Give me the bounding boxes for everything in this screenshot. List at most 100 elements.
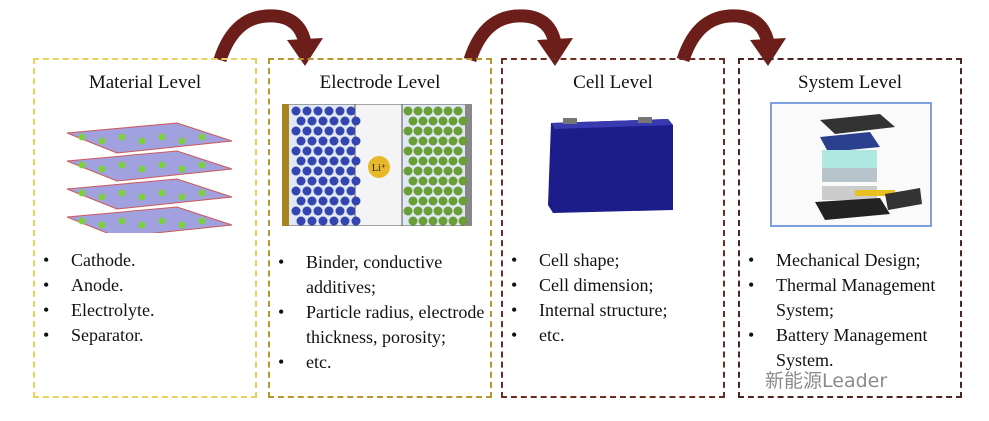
lithium-atom [118,189,126,197]
anode-particle [313,146,323,156]
lithium-atom [118,161,126,169]
anode-particle [313,186,323,196]
anode-particle [351,156,361,166]
anode-particle [340,216,350,226]
anode-particle [329,136,339,146]
lithium-atom [138,137,146,145]
lithium-atom [178,221,186,229]
anode-particle [296,196,306,206]
anode-particle [329,176,339,186]
cathode-particle [403,186,413,196]
anode-particle [324,186,334,196]
cathode-particle [458,116,468,126]
cathode-particle [458,176,468,186]
anode-particle [329,216,339,226]
lithium-atom [98,137,106,145]
anode-particle [340,196,350,206]
cathode-particle [413,126,423,136]
lattice-layer [66,206,233,233]
cathode-particle [408,136,418,146]
anode-particle [291,126,301,136]
anode-particle [318,116,328,126]
list-item: Internal structure; [511,298,668,323]
cathode-particle [433,146,443,156]
cathode-particle [448,136,458,146]
anode-particle [291,146,301,156]
list-item: Battery Management System. [748,323,960,373]
cathode-particle [408,156,418,166]
lithium-atom [158,189,166,197]
anode-particle [346,166,356,176]
cathode-particle [418,176,428,186]
list-item: Cell dimension; [511,273,667,298]
system-level-box: System Level Mechanical Design;Thermal M… [738,58,962,398]
anode-particle [335,186,345,196]
cathode-particle [403,126,413,136]
lithium-atom [178,137,186,145]
anode-particle [307,156,317,166]
cathode-particle [453,186,463,196]
anode-particle [346,106,356,116]
cathode-particle [448,216,458,226]
cathode-particle [428,176,438,186]
material-level-title: Material Level [88,72,202,93]
cathode-particle [418,196,428,206]
anode-particle [335,206,345,216]
lithium-atom [78,161,86,169]
anode-particle [329,156,339,166]
lithium-atom [98,193,106,201]
lattice-layer [66,122,233,154]
anode-particle [346,146,356,156]
anode-particle [296,136,306,146]
cathode-particle [448,196,458,206]
anode-particle [296,116,306,126]
cathode-particle [413,206,423,216]
anode-particle [335,126,345,136]
anode-particle [324,166,334,176]
cathode-particle [443,146,453,156]
anode-particle [324,206,334,216]
anode-particle [324,126,334,136]
cathode-particle [428,196,438,206]
cathode-particle [403,206,413,216]
cathode-particle [458,156,468,166]
anode-particle [329,196,339,206]
cathode-particle [413,166,423,176]
list-item: Cathode. [43,248,154,273]
cell-level-box: Cell Level Cell shape;Cell dimension;Int… [501,58,725,398]
lithium-atom [138,221,146,229]
anode-particle [307,216,317,226]
list-item: Cell shape; [511,248,667,273]
anode-particle [307,136,317,146]
anode-particle [302,126,312,136]
cathode-particle [413,186,423,196]
lithium-atom [98,221,106,229]
anode-particle [296,156,306,166]
lithium-atom [198,217,206,225]
anode-particle [351,196,361,206]
anode-particle [296,176,306,186]
anode-particle [313,166,323,176]
lithium-atom [78,133,86,141]
list-item: Thermal Management System; [748,273,960,323]
lattice-layer [66,150,233,182]
anode-particle [318,156,328,166]
lithium-atom [138,165,146,173]
arrow-icon [676,9,786,66]
watermark: 新能源Leader [765,370,888,392]
electrode-level-box: Electrode Level Li⁺ Binder, conductive a… [268,58,492,398]
cathode-particle [458,196,468,206]
cathode-particle [433,206,443,216]
anode-particle [324,106,334,116]
anode-particle [307,116,317,126]
lithium-atom [78,189,86,197]
anode-particle [291,206,301,216]
cathode-particle [443,106,453,116]
material-level-box: Material Level Cathode.Anode.Electrolyte… [33,58,257,398]
cathode-particle [413,106,423,116]
cathode-particle [448,176,458,186]
lattice-layer [66,178,233,210]
anode-particle [302,106,312,116]
cathode-particle [408,176,418,186]
anode-particle [351,116,361,126]
